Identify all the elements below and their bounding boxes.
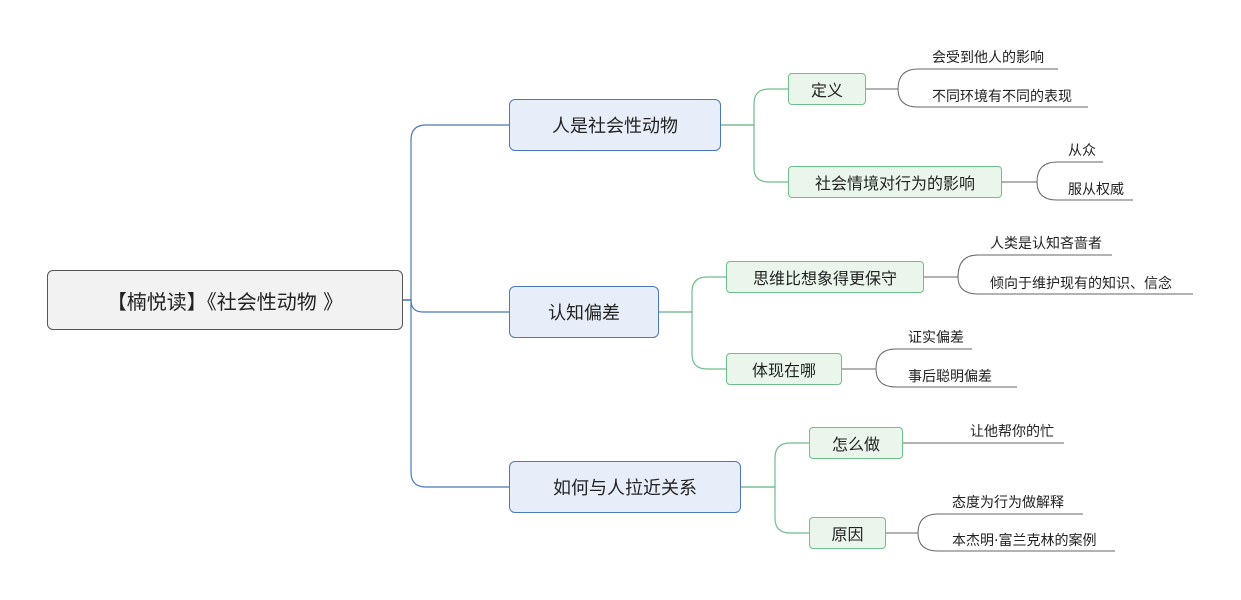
leaf-line-2-1-1 xyxy=(886,532,1115,552)
leaf-line-0-1-1 xyxy=(1002,181,1133,201)
connector-b1-c1 xyxy=(659,311,726,370)
leaf-line-2-1-0 xyxy=(886,513,1083,534)
connector-b2-c0 xyxy=(741,442,809,488)
connector-root-b2 xyxy=(403,299,509,488)
leaf-topic[interactable]: 本杰明·富兰克林的案例 xyxy=(952,533,1097,549)
branch-topic-cognitive-bias[interactable]: 认知偏差 xyxy=(509,286,659,338)
leaf-line-1-1-0 xyxy=(842,348,972,370)
connector-b2-c1 xyxy=(741,486,809,534)
subtopic-definition[interactable]: 定义 xyxy=(788,73,866,105)
subtopic-where-shown[interactable]: 体现在哪 xyxy=(726,353,842,385)
subtopic-label: 原因 xyxy=(831,525,864,544)
subtopic-label: 社会情境对行为的影响 xyxy=(814,174,975,193)
branch-topic-label: 如何与人拉近关系 xyxy=(553,478,697,499)
leaf-topic[interactable]: 服从权威 xyxy=(1068,182,1124,198)
leaf-topic[interactable]: 证实偏差 xyxy=(908,330,964,346)
subtopic-label: 体现在哪 xyxy=(751,361,816,380)
subtopic-social-situation[interactable]: 社会情境对行为的影响 xyxy=(788,166,1002,198)
leaf-topic[interactable]: 人类是认知吝啬者 xyxy=(990,236,1102,252)
connector-root-b1 xyxy=(403,299,509,313)
root-topic[interactable]: 【楠悦读】《社会性动物 》 xyxy=(47,270,403,330)
subtopic-label: 思维比想象得更保守 xyxy=(752,269,897,288)
subtopic-reason[interactable]: 原因 xyxy=(809,517,886,549)
connector-b1-c0 xyxy=(659,276,726,313)
leaf-topic[interactable]: 倾向于维护现有的知识、信念 xyxy=(990,276,1172,292)
leaf-topic[interactable]: 让他帮你的忙 xyxy=(970,424,1054,440)
leaf-line-0-1-0 xyxy=(1002,161,1103,183)
leaf-line-1-0-1 xyxy=(924,276,1193,295)
branch-topic-social-animal[interactable]: 人是社会性动物 xyxy=(509,99,721,151)
connector-b0-c0 xyxy=(721,88,788,126)
leaf-line-1-1-1 xyxy=(842,368,1017,388)
subtopic-label: 怎么做 xyxy=(831,435,880,454)
subtopic-conservative-thinking[interactable]: 思维比想象得更保守 xyxy=(726,261,924,293)
subtopic-label: 定义 xyxy=(810,81,843,100)
subtopic-how-to[interactable]: 怎么做 xyxy=(809,427,903,459)
branch-topic-label: 认知偏差 xyxy=(548,303,620,324)
branch-topic-closer-relations[interactable]: 如何与人拉近关系 xyxy=(509,461,741,513)
leaf-topic[interactable]: 态度为行为做解释 xyxy=(952,495,1064,511)
connector-root-b0 xyxy=(403,124,509,301)
connector-b0-c1 xyxy=(721,124,788,183)
branch-topic-label: 人是社会性动物 xyxy=(552,116,678,137)
root-topic-label: 【楠悦读】《社会性动物 》 xyxy=(106,289,344,314)
leaf-topic[interactable]: 会受到他人的影响 xyxy=(932,50,1044,66)
leaf-topic[interactable]: 事后聪明偏差 xyxy=(908,369,992,385)
leaf-line-0-0-1 xyxy=(866,88,1088,108)
leaf-topic[interactable]: 不同环境有不同的表现 xyxy=(932,89,1072,105)
leaf-topic[interactable]: 从众 xyxy=(1068,143,1096,159)
leaf-line-0-0-0 xyxy=(866,68,1058,90)
leaf-line-1-0-0 xyxy=(924,254,1112,278)
